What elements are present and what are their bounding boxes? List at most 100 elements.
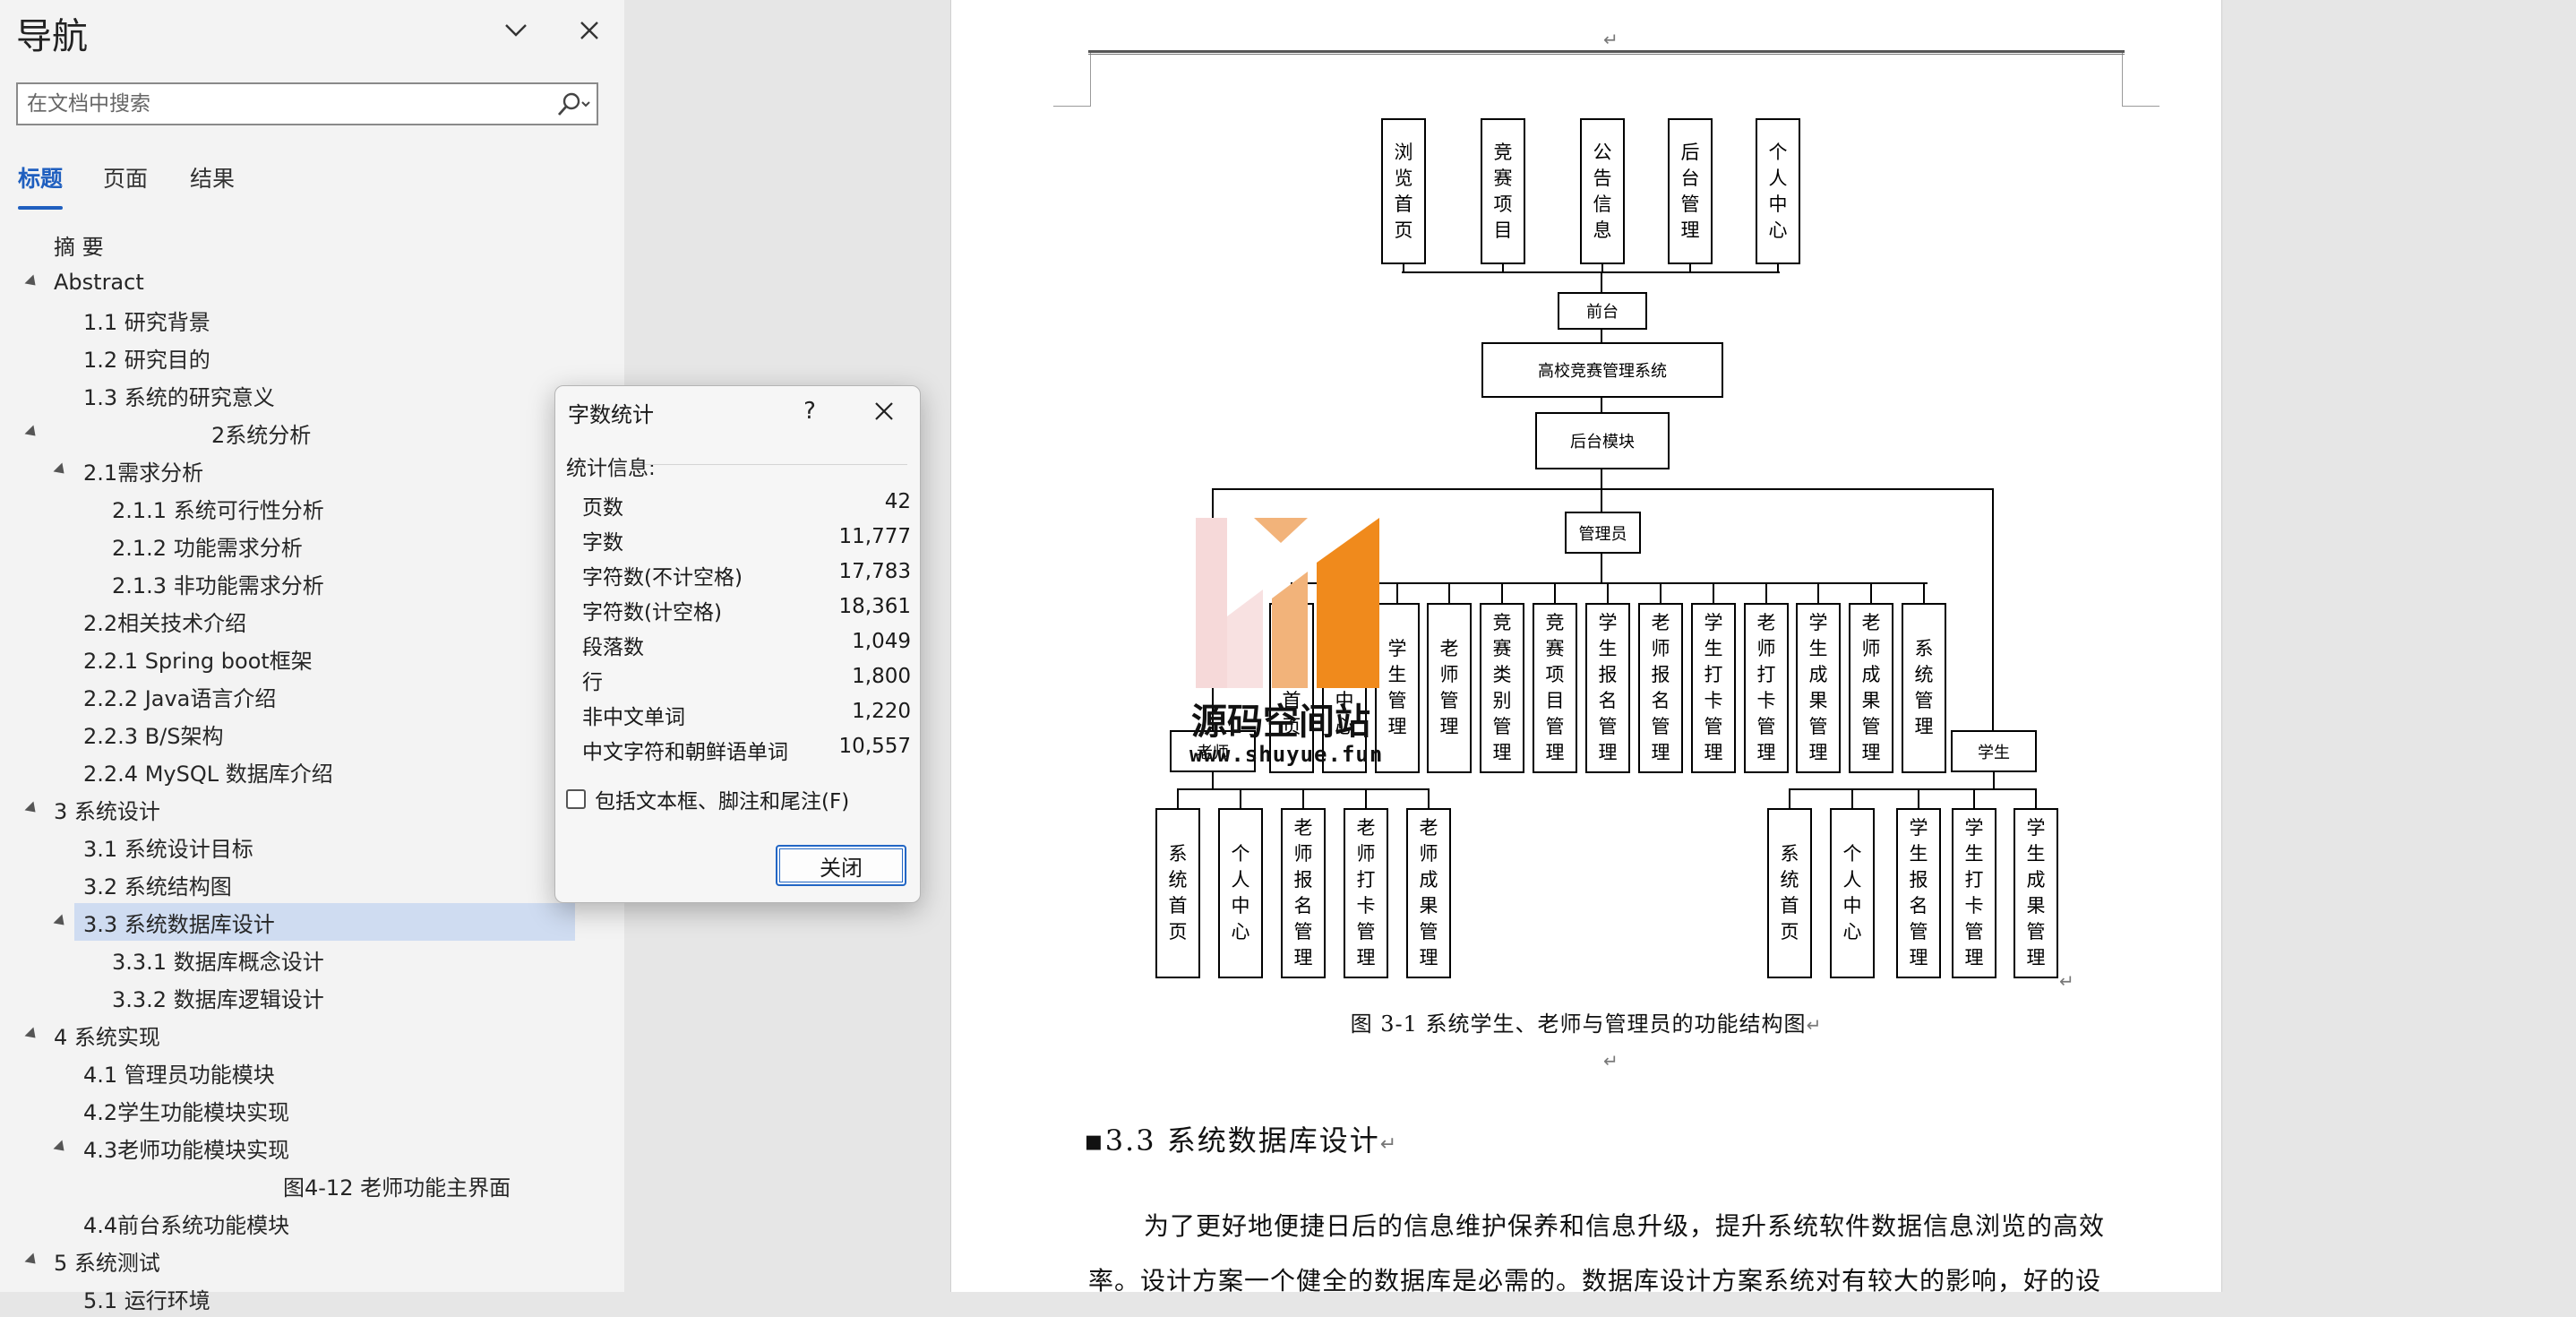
student-function-box: 学生报名管理	[1896, 808, 1941, 978]
search-button[interactable]	[543, 90, 591, 120]
connector-line	[1918, 788, 1919, 808]
dialog-close-icon[interactable]	[862, 392, 906, 431]
teacher-function-box: 个人中心	[1218, 808, 1263, 978]
connector-line	[1660, 582, 1662, 604]
stat-value: 10,557	[838, 735, 911, 758]
stat-label: 字符数(计空格)	[582, 601, 722, 624]
outline-item[interactable]: 3 系统设计	[54, 798, 160, 824]
chevron-down-icon[interactable]	[496, 11, 536, 50]
outline-item[interactable]: 5 系统测试	[54, 1250, 160, 1276]
outline-item[interactable]: 3.3.1 数据库概念设计	[112, 949, 324, 975]
expand-arrow-icon[interactable]	[52, 1129, 70, 1166]
outline-item[interactable]: 2.1.2 功能需求分析	[112, 535, 303, 561]
figure-caption-text: 图 3-1 系统学生、老师与管理员的功能结构图	[1350, 1011, 1807, 1037]
outline-item[interactable]: Abstract	[54, 270, 144, 295]
teacher-function-box: 老师打卡管理	[1344, 808, 1388, 978]
connector-line	[1402, 271, 1780, 273]
student-function-box: 系统首页	[1767, 808, 1812, 978]
outline-item[interactable]: 2.2.2 Java语言介绍	[83, 685, 277, 711]
section-heading-text: 3.3 系统数据库设计	[1104, 1123, 1380, 1158]
outline-item[interactable]: 2.2.3 B/S架构	[83, 723, 224, 749]
connector-line	[1302, 788, 1304, 808]
tab-pages[interactable]: 页面	[103, 166, 149, 192]
connector-line	[1403, 264, 1404, 273]
outline-item[interactable]: 图4-12 老师功能主界面	[283, 1175, 511, 1201]
connector-line	[1240, 788, 1241, 808]
outline-item[interactable]: 4 系统实现	[54, 1024, 160, 1050]
outline-item[interactable]: 2.2.4 MySQL 数据库介绍	[83, 761, 333, 787]
tab-results[interactable]: 结果	[190, 166, 236, 192]
student-function-box: 学生打卡管理	[1952, 808, 1996, 978]
outline-item[interactable]: 3.3.2 数据库逻辑设计	[112, 986, 324, 1012]
admin-function-box: 老师报名管理	[1638, 603, 1683, 773]
connector-line	[1689, 264, 1691, 273]
outline-item[interactable]: 1.2 研究目的	[83, 347, 210, 373]
outline-item[interactable]: 4.2学生功能模块实现	[83, 1099, 290, 1125]
close-button[interactable]: 关闭	[776, 845, 906, 886]
triangle-icon	[24, 1252, 40, 1269]
expand-arrow-icon[interactable]	[23, 1016, 41, 1054]
header-rule	[1088, 50, 2125, 55]
body-paragraph[interactable]: 为了更好地便捷日后的信息维护保养和信息升级，提升系统软件数据信息浏览的高效率。设…	[1088, 1211, 2106, 1295]
expand-arrow-icon[interactable]	[23, 414, 41, 452]
outline-item[interactable]: 4.3老师功能模块实现	[83, 1137, 290, 1163]
expand-arrow-icon[interactable]	[52, 452, 70, 489]
include-footnotes-checkbox[interactable]	[566, 789, 586, 809]
outline-item[interactable]: 2系统分析	[211, 422, 312, 448]
outline-item[interactable]: 3.1 系统设计目标	[83, 836, 253, 862]
outline-item[interactable]: 2.2.1 Spring boot框架	[83, 648, 313, 674]
stat-value: 1,049	[852, 630, 911, 653]
dialog-title: 字数统计	[568, 402, 654, 427]
stat-row: 字符数(不计空格)17,783	[582, 556, 911, 591]
connector-line	[1817, 582, 1819, 604]
outline-item[interactable]: 4.4前台系统功能模块	[83, 1212, 290, 1238]
outline-item[interactable]: 4.1 管理员功能模块	[83, 1062, 275, 1088]
expand-arrow-icon[interactable]	[23, 263, 41, 301]
outline-item[interactable]: 5.1 运行环境	[83, 1287, 210, 1313]
backend-node-box: 后台模块	[1535, 412, 1670, 469]
paragraph-mark: ↵	[1603, 1050, 1619, 1072]
include-footnotes-option[interactable]: 包括文本框、脚注和尾注(F)	[566, 786, 849, 813]
outline-item[interactable]: 2.1需求分析	[83, 460, 204, 486]
triangle-icon	[53, 462, 69, 478]
outline-item[interactable]: 2.2相关技术介绍	[83, 610, 247, 636]
connector-line	[1501, 582, 1503, 604]
connector-line	[1177, 788, 1179, 808]
frontend-function-box: 公告信息	[1580, 118, 1625, 264]
connector-line	[1365, 788, 1367, 808]
frontend-function-box: 后台管理	[1668, 118, 1713, 264]
connector-line	[1851, 788, 1853, 808]
teacher-node-box: 老师	[1170, 730, 1256, 772]
tab-headings[interactable]: 标题	[18, 161, 64, 210]
expand-arrow-icon[interactable]	[52, 903, 70, 941]
help-button[interactable]: ?	[803, 398, 816, 425]
expand-arrow-icon[interactable]	[23, 1242, 41, 1279]
outline-item[interactable]: 3.2 系统结构图	[83, 874, 232, 900]
connector-line	[1212, 488, 1214, 750]
search-input[interactable]	[27, 90, 546, 118]
outline-item[interactable]: 1.1 研究背景	[83, 309, 210, 335]
triangle-icon	[24, 1027, 40, 1043]
connector-line	[1713, 582, 1714, 604]
admin-function-box: 系统首页	[1269, 603, 1314, 773]
document-page[interactable]: ↵ 浏览首页竞赛项目公告信息后台管理个人中心前台高校竞赛管理系统后台模块管理员系…	[950, 0, 2223, 1295]
outline-item[interactable]: 3.3 系统数据库设计	[83, 911, 275, 937]
outline-item[interactable]: 摘 要	[54, 234, 104, 260]
function-structure-diagram: 浏览首页竞赛项目公告信息后台管理个人中心前台高校竞赛管理系统后台模块管理员系统首…	[951, 0, 2223, 1003]
stat-label: 段落数	[582, 636, 644, 659]
paragraph-mark: ↵	[1379, 1133, 1399, 1156]
stat-value: 11,777	[838, 525, 911, 548]
outline-item[interactable]: 2.1.3 非功能需求分析	[112, 572, 324, 598]
connector-line	[1993, 772, 1995, 790]
close-icon[interactable]	[570, 11, 609, 50]
expand-arrow-icon[interactable]	[23, 790, 41, 828]
connector-line	[1601, 398, 1602, 412]
workspace-background	[2223, 0, 2576, 1292]
section-heading[interactable]: ▪3.3 系统数据库设计↵	[1084, 1123, 1399, 1158]
stat-row: 字符数(计空格)18,361	[582, 591, 911, 626]
outline-item[interactable]: 1.3 系统的研究意义	[83, 384, 275, 410]
outline-item[interactable]: 2.1.1 系统可行性分析	[112, 497, 324, 523]
search-icon	[557, 92, 590, 116]
